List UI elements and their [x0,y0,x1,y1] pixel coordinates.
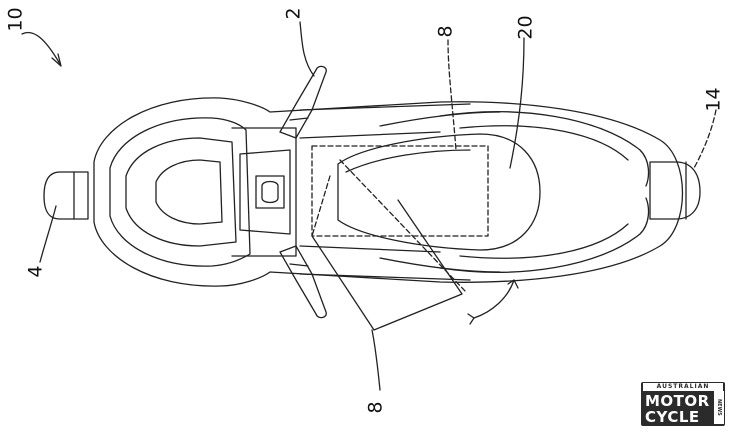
rear-shell-lower [439,197,650,273]
body-outline [93,97,684,287]
ref-label-14: 14 [702,87,725,112]
ref-label-8-top: 8 [434,25,457,38]
motorcycle-news-logo: AUSTRALIAN MOTOR CYCLE NEWS [641,382,725,426]
handlebar-center [231,127,297,257]
ref-label-2: 2 [282,7,305,20]
ref-label-8-bottom: 8 [364,401,387,414]
logo-side-text: NEWS [714,391,724,424]
ref-label-4: 4 [24,265,47,278]
ref-label-10: 10 [4,7,27,32]
leader-arrow-10 [21,31,61,65]
front-wheel [43,171,89,220]
ref-label-20: 20 [514,15,537,40]
rear-wheel [649,161,701,220]
frame-rail-bottom [299,273,471,281]
leader-20 [509,37,525,169]
leader-14 [693,109,717,169]
rotation-arrow [473,279,515,319]
logo-top-text: AUSTRALIAN [643,383,723,391]
storage-lid-open [311,199,463,331]
leader-8-bottom [371,329,381,391]
logo-line-2: CYCLE [645,408,700,426]
handlebar-lower [279,245,327,319]
rear-shell-upper [439,111,650,187]
handlebar-upper [279,65,327,139]
leader-4 [39,205,57,263]
logo-line-1: MOTOR [645,392,710,410]
front-fairing [109,117,251,267]
leader-8-top [447,39,457,151]
frame-rail-top [299,103,471,111]
seat [337,133,541,251]
storage-compartment-dashed [311,145,489,237]
leader-2 [299,21,315,77]
arrow-head-10 [51,53,62,67]
